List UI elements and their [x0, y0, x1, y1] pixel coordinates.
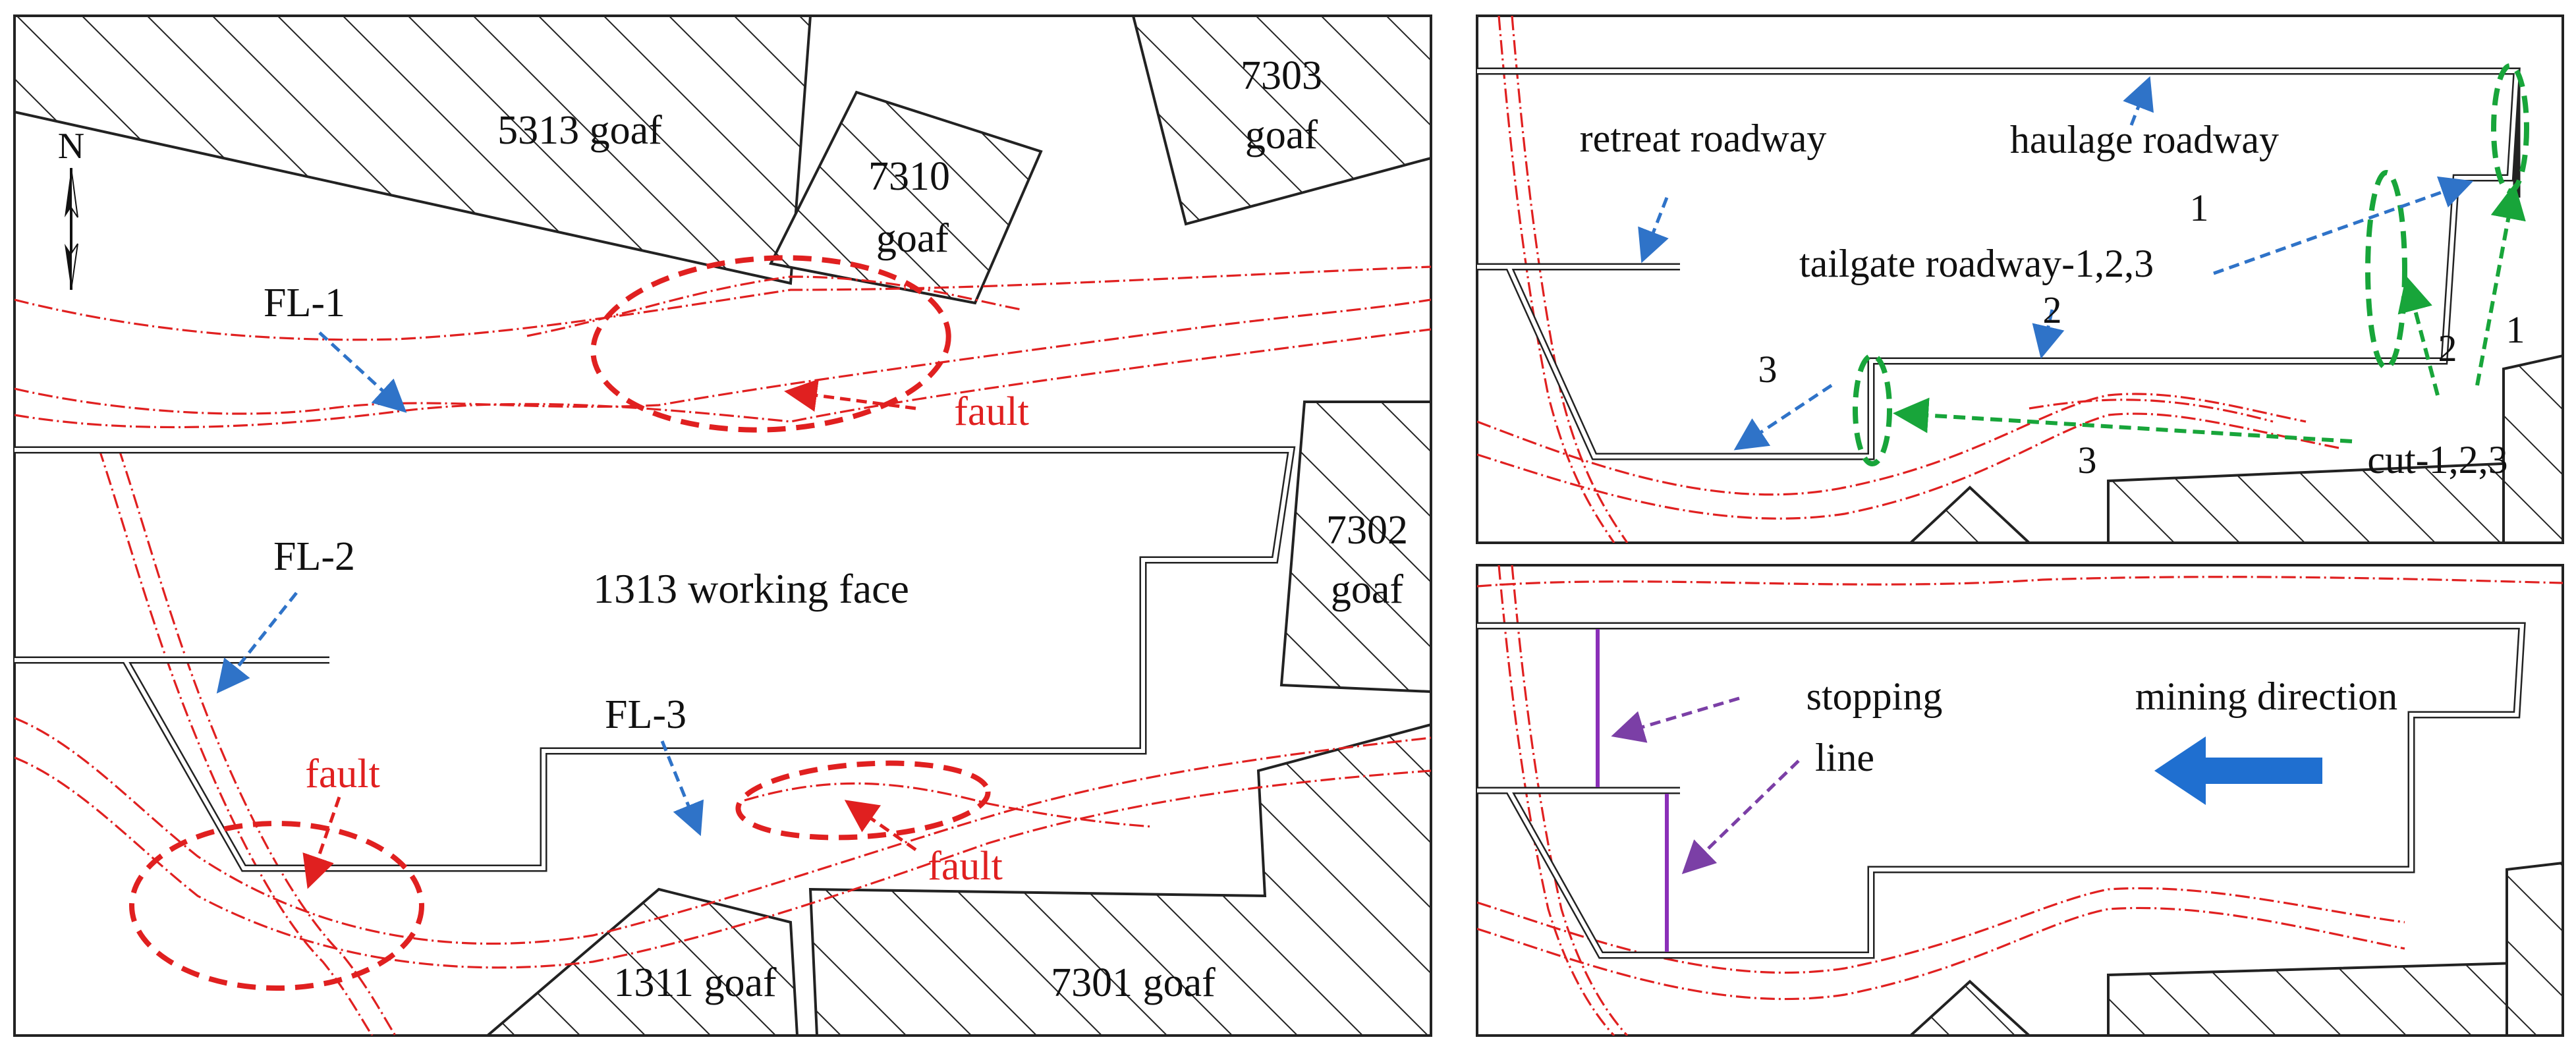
- goaf-7310: [769, 90, 1043, 305]
- roadways-tr: [1477, 67, 2521, 460]
- tailgate-3-arrow: [1733, 383, 1833, 451]
- fault-zone-ellipse-2: [129, 821, 424, 991]
- fault-zone-ellipse-3: [735, 760, 991, 841]
- cut-label: cut-1,2,3: [2367, 438, 2507, 482]
- main-panel: N 5313 goaf 7310 goaf 7303 goaf 7302 goa…: [13, 14, 1432, 1037]
- cut-1-arrow: [2475, 183, 2526, 386]
- fault-line-fl1: [14, 265, 1431, 429]
- goaf-right-edge-br: [2506, 861, 2563, 1036]
- haulage-leader-arrow: [2123, 76, 2154, 126]
- goaf-7303-label-line1: 7303: [1241, 53, 1322, 98]
- goaf-bottom-left-br: [1909, 980, 2031, 1036]
- goaf-7310-label-line2: goaf: [876, 216, 949, 261]
- goaf-7303: [1131, 16, 1431, 226]
- haulage-roadway-label: haulage roadway: [2010, 118, 2279, 161]
- cut-2-arrow: [2397, 275, 2440, 396]
- goaf-5313: [14, 16, 812, 285]
- cut-number-3: 3: [2078, 439, 2097, 482]
- cut-3-ellipse: [1853, 353, 1892, 466]
- fl3-label: FL-3: [605, 692, 686, 737]
- top-right-panel: retreat roadway haulage roadway tailgate…: [1476, 14, 2564, 544]
- fault-label-1: fault: [954, 389, 1029, 434]
- tailgate-roadway-label: tailgate roadway-1,2,3: [1799, 242, 2154, 285]
- cut-3-arrow: [1893, 397, 2353, 443]
- stopping-leader-arrow-2: [1681, 760, 1800, 874]
- goaf-7302: [1279, 401, 1431, 694]
- mining-direction-label: mining direction: [2135, 675, 2397, 718]
- tailgate-1-arrow: [2213, 176, 2474, 275]
- goaf-5313-label: 5313 goaf: [497, 108, 662, 153]
- retreat-roadway-label: retreat roadway: [1580, 117, 1827, 160]
- bottom-right-panel-frame: [1476, 564, 2564, 1037]
- goaf-7301: [808, 723, 1431, 1036]
- goaf-bottom-br: [2107, 960, 2563, 1036]
- fault-label-3: fault: [928, 844, 1003, 889]
- goaf-bottom-left-tr: [1909, 485, 2031, 543]
- fault-zone-ellipse-1: [590, 255, 951, 433]
- roadways-br: [1477, 622, 2526, 959]
- goaf-1311-label: 1311 goaf: [613, 960, 777, 1005]
- cut-number-2: 2: [2438, 327, 2457, 370]
- tailgate-number-2: 2: [2043, 289, 2062, 331]
- north-label: N: [58, 126, 84, 167]
- stopping-line-label-line2: line: [1815, 736, 1874, 779]
- tailgate-number-3: 3: [1758, 348, 1778, 391]
- goaf-7301-label: 7301 goaf: [1051, 960, 1216, 1005]
- bottom-right-panel: stopping line mining direction: [1476, 564, 2564, 1037]
- retreat-leader-arrow: [1638, 197, 1669, 263]
- fault-line-fl3: [14, 717, 1431, 969]
- fl2-leader-arrow: [216, 592, 298, 694]
- fl2-label: FL-2: [273, 534, 355, 579]
- cut-number-1: 1: [2506, 308, 2525, 351]
- goaf-right-edge-tr: [2502, 354, 2563, 543]
- tailgate-number-1: 1: [2190, 186, 2209, 229]
- goaf-7302-label-line2: goaf: [1331, 567, 1404, 612]
- fl1-leader-arrow: [318, 331, 407, 413]
- cut-2-ellipse: [2365, 170, 2407, 370]
- goaf-1311: [485, 887, 799, 1036]
- working-face-label: 1313 working face: [593, 565, 909, 612]
- top-right-panel-frame: [1476, 14, 2564, 544]
- fl1-label: FL-1: [264, 281, 345, 325]
- goaf-7302-label-line1: 7302: [1326, 508, 1408, 553]
- goaf-bottom-right-tr: [2107, 459, 2563, 543]
- fault-label-arrow-1: [784, 379, 916, 412]
- left-arrow-icon: [2154, 736, 2322, 805]
- fault-label-2: fault: [305, 752, 380, 796]
- tailgate-2-arrow: [2032, 309, 2065, 359]
- stopping-leader-arrow-1: [1611, 696, 1740, 743]
- fault-label-arrow-2: [302, 796, 341, 889]
- goaf-7310-label-line1: 7310: [868, 154, 950, 199]
- goaf-7303-label-line2: goaf: [1245, 113, 1318, 157]
- fault-lines-tr: [1477, 16, 2339, 543]
- stopping-line-label-line1: stopping: [1806, 675, 1943, 718]
- north-arrow-icon: [65, 167, 78, 291]
- fault-line-fl2: [98, 447, 397, 1036]
- fault-label-arrow-3: [844, 800, 917, 852]
